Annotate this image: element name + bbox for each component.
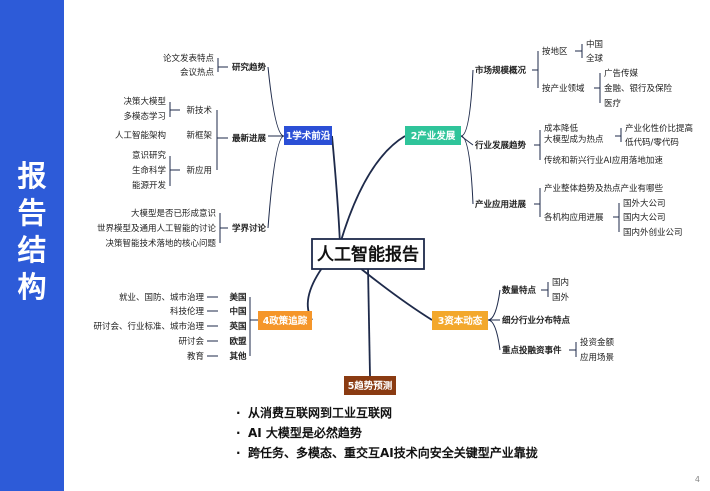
- b4-detail: 科技伦理: [170, 306, 205, 317]
- connector-line: [487, 289, 501, 321]
- b1-g2-app: 能源开发: [132, 180, 167, 191]
- bullet-text: AI 大模型是必然趋势: [248, 425, 362, 440]
- b2-g3-a: 产业整体趋势及热点产业有哪些: [544, 183, 664, 194]
- b3-g2-name: 细分行业分布特点: [502, 315, 571, 326]
- trunk-line-1: [331, 135, 341, 245]
- b4-region: 美国: [229, 292, 246, 303]
- bullet-dot: ·: [236, 446, 241, 460]
- bullet-dot: ·: [236, 426, 241, 440]
- branch3-lines: [487, 282, 577, 357]
- b4-region: 英国: [228, 321, 246, 332]
- b2-g2-a: 成本降低: [544, 123, 579, 134]
- b2-g1-region: 按地区: [542, 46, 568, 57]
- branch3-label: 3资本动态: [438, 315, 483, 327]
- b2-g2-c: 传统和新兴行业AI应用落地加速: [544, 155, 663, 166]
- b3-g1-item: 国外: [552, 292, 570, 303]
- b2-g2-b: 大模型成为热点: [544, 134, 604, 145]
- b1-g2-app: 意识研究: [132, 150, 167, 161]
- b2-g1-industry: 按产业领域: [542, 83, 585, 94]
- page-number: 4: [695, 475, 700, 484]
- bullet-text: 从消费互联网到工业互联网: [248, 405, 392, 420]
- b1-g1-item: 会议热点: [180, 67, 215, 78]
- b1-g1-name: 研究趋势: [232, 62, 267, 73]
- b2-g2-b-item: 产业化性价比提高: [625, 123, 693, 134]
- branch1-box: [284, 126, 332, 145]
- sidebar-title-char: 报: [17, 159, 47, 193]
- b3-g1-name: 数量特点: [502, 285, 537, 296]
- bullet-text: 跨任务、多模态、重交互AI技术向安全关键型产业靠拢: [248, 445, 538, 460]
- b3-g3-item: 投资金额: [580, 337, 615, 348]
- b1-g3-name: 学界讨论: [232, 223, 267, 234]
- branch2-lines: [460, 44, 622, 232]
- b3-g1-item: 国内: [552, 277, 569, 288]
- b1-g2-name: 最新进展: [232, 133, 267, 144]
- connector-line: [460, 135, 474, 146]
- branch4-label: 4政策追踪: [263, 315, 308, 327]
- connector-line: [267, 66, 285, 137]
- b2-g1-name: 市场规模概况: [475, 65, 527, 76]
- b2-g2-b-item: 低代码/零代码: [625, 137, 679, 148]
- b1-g2-mid: 新技术: [186, 105, 212, 116]
- b4-detail: 教育: [187, 351, 204, 362]
- trunk-line-5: [367, 267, 371, 377]
- sidebar: 报 告 结 构: [0, 0, 64, 491]
- trunk-line-2: [339, 135, 406, 245]
- b2-g1-region-item: 全球: [586, 53, 604, 64]
- b2-g3-b-item: 国内外创业公司: [623, 227, 683, 238]
- b2-g1-industry-item: 金融、银行及保险: [604, 83, 673, 94]
- branch2-label: 2产业发展: [411, 130, 456, 142]
- b1-g2-app: 生命科学: [132, 165, 167, 176]
- branch2-box: [405, 126, 461, 145]
- branch1-label: 1学术前沿: [286, 130, 331, 142]
- b1-g2-tech: 多模态学习: [123, 111, 166, 122]
- b1-g1-item: 论文发表特点: [163, 53, 215, 64]
- b4-region: 中国: [229, 306, 246, 317]
- b3-g3-name: 重点投融资事件: [502, 345, 562, 356]
- b1-g2-mid: 新框架: [186, 130, 212, 141]
- b1-g3-item: 世界模型及通用人工智能的讨论: [97, 223, 217, 234]
- b2-g1-region-item: 中国: [586, 39, 603, 50]
- branch5-box: [344, 376, 396, 395]
- branch4-lines: [207, 296, 258, 357]
- b2-g2-name: 行业发展趋势: [474, 140, 527, 151]
- b1-g3-item: 大模型是否已形成意识: [131, 208, 216, 219]
- connector-line: [460, 135, 474, 205]
- sidebar-title-char: 构: [17, 270, 47, 304]
- b2-g1-industry-item: 广告传媒: [604, 68, 639, 79]
- connector-line: [267, 135, 285, 229]
- b1-g3-item: 决策智能技术落地的核心问题: [105, 238, 216, 249]
- b2-g1-industry-item: 医疗: [604, 98, 622, 109]
- center-title: 人工智能报告: [317, 244, 419, 265]
- b3-g3-item: 应用场景: [580, 352, 614, 363]
- b2-g3-b-item: 国内大公司: [623, 212, 666, 223]
- branch1-lines: [169, 58, 285, 243]
- b2-g3-b-item: 国外大公司: [623, 198, 666, 209]
- center-box: [311, 238, 425, 270]
- connector-line: [460, 69, 474, 137]
- b1-g2-tech: 决策大模型: [123, 96, 166, 107]
- sidebar-title-char: 告: [17, 196, 47, 230]
- branch4-box: [258, 311, 312, 330]
- b4-region: 其他: [229, 351, 247, 362]
- branch3-box: [432, 311, 488, 330]
- b2-g3-b: 各机构应用进展: [544, 212, 604, 223]
- b4-detail: 就业、国防、城市治理: [119, 292, 205, 303]
- branch5-label: 5趋势预测: [348, 380, 393, 392]
- b1-g2-frame: 人工智能架构: [115, 130, 166, 141]
- b4-detail: 研讨会、行业标准、城市治理: [93, 321, 204, 332]
- b4-region: 欧盟: [229, 336, 247, 347]
- trunk-line-3: [359, 267, 433, 321]
- connector-line: [487, 319, 501, 351]
- b4-detail: 研讨会: [178, 336, 204, 347]
- b2-g3-name: 产业应用进展: [475, 199, 527, 210]
- b1-g2-mid: 新应用: [186, 165, 212, 176]
- bullet-dot: ·: [236, 406, 241, 420]
- sidebar-title-char: 结: [17, 233, 47, 267]
